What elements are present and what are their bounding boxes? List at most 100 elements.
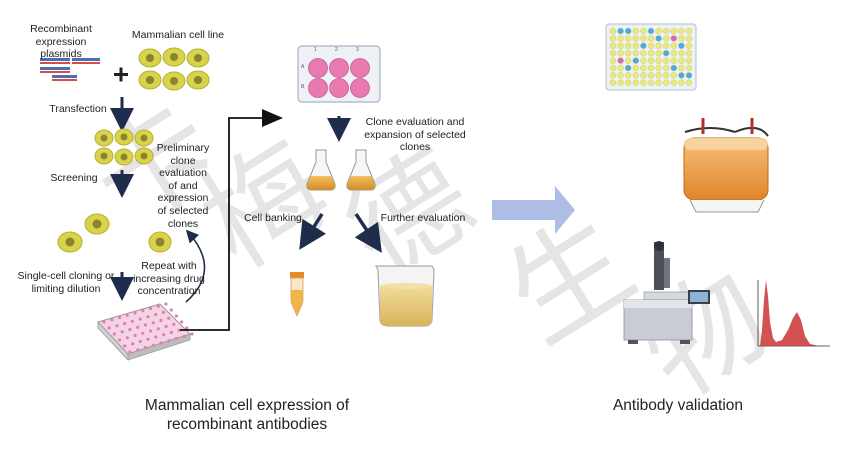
- elisa-well: [632, 79, 639, 87]
- elisa-well: [632, 57, 639, 64]
- plate-well: [151, 343, 155, 347]
- elisa-well: [655, 27, 662, 35]
- elisa-well: [678, 35, 685, 42]
- elisa-well: [617, 64, 624, 72]
- elisa-well: [640, 72, 647, 79]
- plate-well: [154, 312, 158, 317]
- elisa-well: [670, 57, 677, 64]
- connector-arrow-plate-to-stage2: [180, 109, 283, 331]
- elisa-well: [663, 79, 670, 87]
- plate-well: [177, 328, 181, 332]
- plate-col-2: 2: [335, 47, 338, 53]
- instrument-icon: [623, 241, 710, 344]
- elisa-well: [647, 57, 655, 64]
- repeat-arrow: [185, 229, 206, 303]
- conical-tube-icon: [290, 272, 304, 318]
- elisa-well: [632, 50, 639, 57]
- plate-well: [149, 329, 153, 333]
- flask-icon-2: [346, 149, 376, 191]
- plate-well: [172, 322, 176, 326]
- elisa-well: [670, 72, 677, 79]
- plate-well: [141, 331, 145, 335]
- plate-well: [156, 304, 160, 308]
- elisa-well: [685, 72, 693, 79]
- plate-well: [128, 327, 132, 332]
- plate-well: [162, 333, 166, 337]
- plate-row-b: B: [301, 84, 305, 90]
- plate-col-1: 1: [314, 47, 317, 53]
- plate-well: [118, 338, 122, 342]
- plate-well: [143, 323, 147, 327]
- plate-well: [167, 339, 171, 343]
- elisa-well: [678, 64, 685, 72]
- plate-col-3: 3: [356, 47, 359, 53]
- elisa-well: [617, 72, 624, 79]
- elisa-well: [678, 42, 685, 49]
- elisa-well: [632, 35, 639, 42]
- elisa-well: [647, 42, 655, 49]
- elisa-well: [670, 27, 677, 35]
- elisa-well: [670, 35, 677, 42]
- plate-well: [167, 316, 171, 320]
- plate-well: [141, 309, 145, 313]
- plate-well: [128, 350, 132, 354]
- elisa-well: [678, 79, 685, 87]
- elisa-well: [617, 50, 624, 57]
- plate-row-a: A: [301, 64, 305, 70]
- elisa-well: [640, 50, 647, 57]
- plate-well: [159, 318, 163, 323]
- plate-well: [190, 332, 194, 336]
- elisa-well: [663, 42, 670, 49]
- plus-icon: [114, 67, 128, 82]
- plate-well: [161, 310, 165, 314]
- elisa-well: [625, 57, 632, 64]
- plate-well: [151, 321, 155, 325]
- label-mammalian-cell-line: Mammalian cell line: [131, 29, 225, 41]
- label-preliminary: Preliminary clone evaluation of and expr…: [156, 142, 210, 230]
- elisa-well: [647, 50, 655, 57]
- plate-well: [174, 314, 178, 318]
- beaker-icon: [375, 265, 435, 327]
- label-single-cell-cloning: Single-cell cloning or limiting dilution: [17, 270, 115, 295]
- plate-well: [123, 321, 127, 326]
- elisa-well: [670, 42, 677, 49]
- plate-well: [164, 302, 168, 306]
- plate-well: [159, 341, 163, 345]
- elisa-well: [655, 72, 662, 79]
- plate-well: [146, 315, 150, 319]
- elisa-well: [647, 72, 655, 79]
- plate-well: [131, 342, 135, 346]
- elisa-well: [678, 72, 685, 79]
- elisa-well: [640, 64, 647, 72]
- plate-well: [133, 333, 137, 338]
- plate-well: [138, 339, 142, 344]
- plate-well: [154, 335, 158, 339]
- elisa-well: [685, 57, 693, 64]
- elisa-well: [655, 79, 662, 87]
- plate-well: [156, 327, 160, 331]
- elisa-well: [663, 35, 670, 42]
- cell-line-icon: [138, 47, 210, 91]
- elisa-well: [670, 50, 677, 57]
- plate-well: [182, 334, 186, 338]
- elisa-well: [632, 42, 639, 49]
- elisa-well: [685, 35, 693, 42]
- plate-well: [174, 336, 179, 341]
- elisa-well: [609, 64, 617, 72]
- plate-well: [185, 326, 189, 330]
- elisa-well: [640, 27, 647, 35]
- elisa-well: [647, 64, 655, 72]
- elisa-well: [663, 57, 670, 64]
- plate-well: [169, 308, 173, 312]
- elisa-well: [632, 27, 639, 35]
- elisa-well: [685, 27, 693, 35]
- elisa-well: [663, 72, 670, 79]
- elisa-well: [685, 64, 693, 72]
- plate-well: [120, 330, 124, 334]
- section-title-expression: Mammalian cell expression of recombinant…: [144, 397, 350, 433]
- elisa-well: [625, 42, 632, 49]
- elisa-well: [655, 35, 662, 42]
- elisa-well: [625, 79, 632, 87]
- elisa-well: [663, 27, 670, 35]
